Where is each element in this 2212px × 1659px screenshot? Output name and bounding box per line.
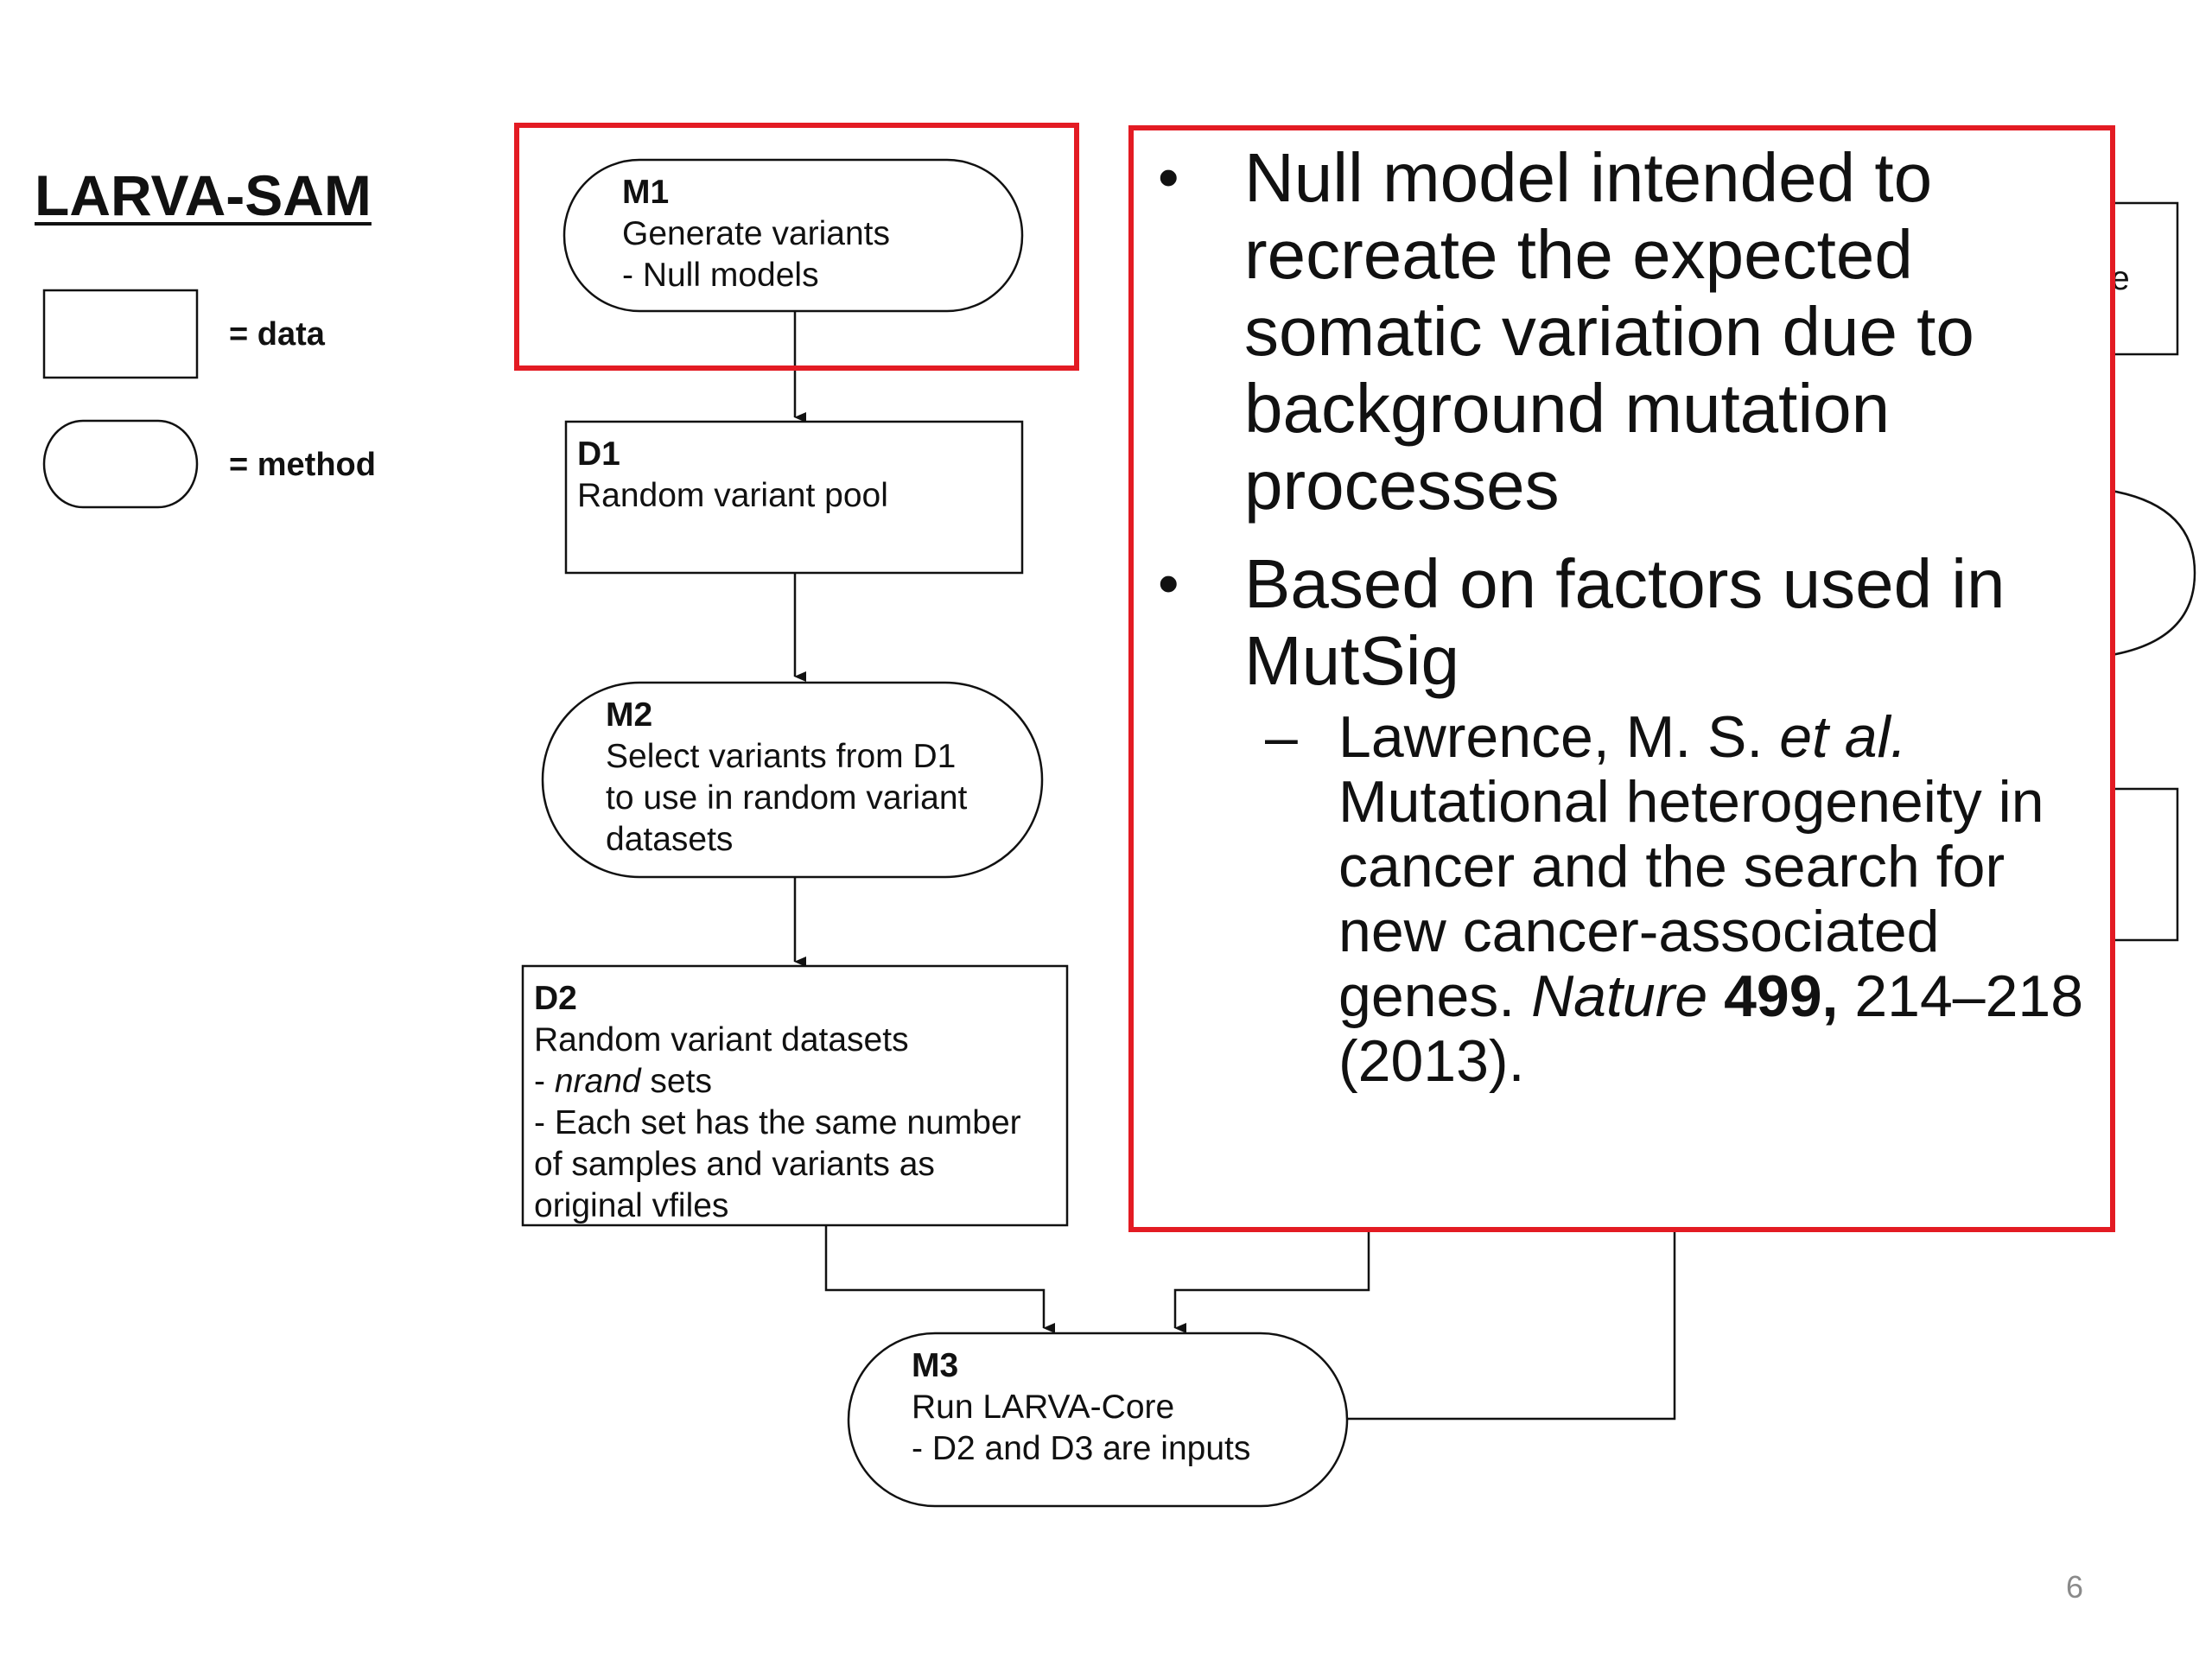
citation-volume: 499, [1724, 963, 1839, 1029]
node-d2-title: D2 [534, 980, 577, 1017]
connector-m3-right [1345, 1225, 1676, 1421]
reference-citation: – Lawrence, M. S. et al. Mutational hete… [1265, 704, 2099, 1094]
bullet-null-model-text: Null model intended to recreate the expe… [1244, 139, 1974, 524]
node-d2-line: - nrand sets [534, 1063, 712, 1100]
arrow-d2-m3 [824, 1225, 1055, 1333]
node-d2-line: - Each set has the same number [534, 1104, 1021, 1141]
m1-highlight-box [514, 123, 1079, 371]
node-d2-line: original vfiles [534, 1187, 728, 1224]
node-d1-line: Random variant pool [577, 477, 888, 514]
legend-title: LARVA-SAM [35, 163, 372, 227]
node-d1-shape [564, 420, 1024, 575]
node-m3-title: M3 [912, 1347, 958, 1384]
citation-et-al: et al. [1779, 704, 1907, 770]
node-m2-line: Select variants from D1 [606, 738, 956, 775]
bullet-dot: • [1158, 550, 1179, 617]
legend-method-shape [42, 419, 199, 509]
node-d2-shape [521, 964, 1069, 1227]
bullet-mutsig-text: Based on factors used in MutSig [1244, 545, 2005, 699]
node-d2-sets: sets [641, 1063, 712, 1100]
node-m3-line: - D2 and D3 are inputs [912, 1430, 1250, 1467]
citation-journal: Nature [1531, 963, 1708, 1029]
legend-data-label: = data [229, 316, 325, 353]
bullet-dot: • [1158, 143, 1179, 211]
citation-title: Mutational heterogeneity in cancer and t… [1338, 769, 2044, 1029]
node-m2-line: datasets [606, 821, 733, 858]
node-m2-line: to use in random variant [606, 779, 968, 817]
node-m1-title: M1 [622, 174, 669, 211]
node-m1-line: Generate variants [622, 215, 890, 252]
node-m3-line: Run LARVA-Core [912, 1389, 1174, 1426]
node-m2-shape [541, 681, 1044, 879]
citation-authors: Lawrence, M. S. [1338, 704, 1780, 770]
bullet-mutsig: • Based on factors used in MutSig [1158, 545, 2074, 699]
node-m1-shape [563, 158, 1024, 313]
node-m2-title: M2 [606, 696, 652, 734]
page-number: 6 [2066, 1569, 2084, 1605]
arrow-d3-m3 [1173, 1225, 1370, 1333]
bullet-null-model: • Null model intended to recreate the ex… [1158, 139, 2074, 524]
legend-data-box [42, 289, 199, 379]
node-d1-title: D1 [577, 435, 620, 473]
node-d2-line-prefix: - [534, 1063, 555, 1100]
notes-callout: • Null model intended to recreate the ex… [1128, 125, 2115, 1232]
hidden-fragment-text: e [2111, 260, 2130, 297]
node-d2-nrand: nrand [555, 1063, 642, 1100]
node-m1-line: - Null models [622, 257, 819, 294]
node-d2-line: of samples and variants as [534, 1146, 935, 1183]
dash-marker: – [1265, 704, 1298, 770]
citation-pages: 214–218 (2013). [1338, 963, 2084, 1094]
legend-method-label: = method [229, 447, 376, 483]
node-d2-line: Random variant datasets [534, 1021, 909, 1058]
node-m3-shape [847, 1332, 1349, 1508]
